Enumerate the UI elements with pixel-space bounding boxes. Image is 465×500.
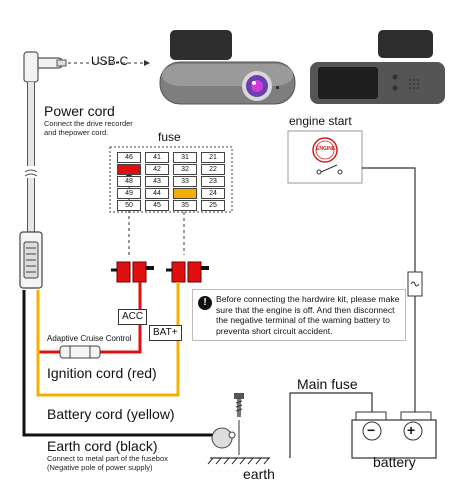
fuse-tap-yellow [166, 261, 209, 283]
earth-cord-desc-2: (Negative pole of power supply) [47, 463, 153, 472]
usb-c-plug [23, 51, 67, 83]
battery-icon [351, 411, 437, 459]
main-fuse-wire [289, 392, 373, 458]
fuse-cell: 25 [201, 200, 225, 211]
red-wire [100, 282, 142, 354]
fuse-cell: 44 [145, 188, 169, 199]
fuse-cell: 23 [201, 176, 225, 187]
ground-symbol [207, 457, 270, 465]
bat-tag: BAT+ [149, 325, 182, 341]
fuse-title: fuse [158, 130, 181, 144]
warning-text: Before connecting the hardwire kit, plea… [216, 294, 400, 336]
earth-bolt [234, 393, 244, 455]
battery-label: battery [373, 454, 416, 470]
fuse-cell: 32 [173, 164, 197, 175]
main-fuse-label: Main fuse [297, 376, 358, 392]
black-wire [22, 290, 215, 437]
fuse-cell: 24 [201, 188, 225, 199]
fuse-cell: 31 [173, 152, 197, 163]
fuse-cell-yellow-bat: 34 [173, 188, 197, 199]
fuse-cell: 48 [117, 176, 141, 187]
dashcam-back [310, 30, 445, 104]
battery-minus-symbol: − [367, 422, 376, 438]
fuse-cell: 21 [201, 152, 225, 163]
warning-icon: ! [198, 296, 212, 310]
usb-c-label: USB-C [91, 54, 129, 68]
fuse-cell: 22 [201, 164, 225, 175]
battery-cord-label: Battery cord (yellow) [47, 406, 175, 422]
fuse-cell: 46 [117, 152, 141, 163]
inline-fuse-holder [59, 345, 101, 359]
fuse-cell: 45 [145, 200, 169, 211]
engine-wire [362, 167, 416, 272]
power-cable [19, 82, 43, 289]
fuse-cell: 50 [117, 200, 141, 211]
adaptive-cruise-label: Adaptive Cruise Control [47, 334, 132, 343]
acc-tag: ACC [118, 309, 148, 325]
earth-ring-terminal [211, 427, 236, 449]
power-cord-desc-1: Connect the drive recorder [44, 119, 133, 128]
warning-box: ! Before connecting the hardwire kit, pl… [192, 289, 406, 341]
engine-start-title: engine start [289, 114, 352, 128]
fuse-cell: 43 [145, 176, 169, 187]
dashcam-front [159, 30, 296, 105]
fuse-cell: 41 [145, 152, 169, 163]
power-cord-title: Power cord [44, 103, 115, 119]
engine-button-label: ENGINE [316, 146, 336, 152]
power-cord-desc-2: and thepower cord. [44, 128, 109, 137]
fuse-cell: 33 [173, 176, 197, 187]
fuse-cell: 42 [145, 164, 169, 175]
fuse-cell-red-acc: 47 [117, 164, 141, 175]
ignition-cord-label: Ignition cord (red) [47, 365, 157, 381]
earth-cord-title: Earth cord (black) [47, 438, 158, 454]
earth-cord-desc-1: Connect to metal part of the fusebox [47, 454, 168, 463]
fuse-tap-red [111, 261, 154, 283]
fuse-cell: 35 [173, 200, 197, 211]
battery-plus-symbol: + [407, 422, 416, 438]
fuse-cell: 49 [117, 188, 141, 199]
earth-label: earth [243, 466, 275, 482]
